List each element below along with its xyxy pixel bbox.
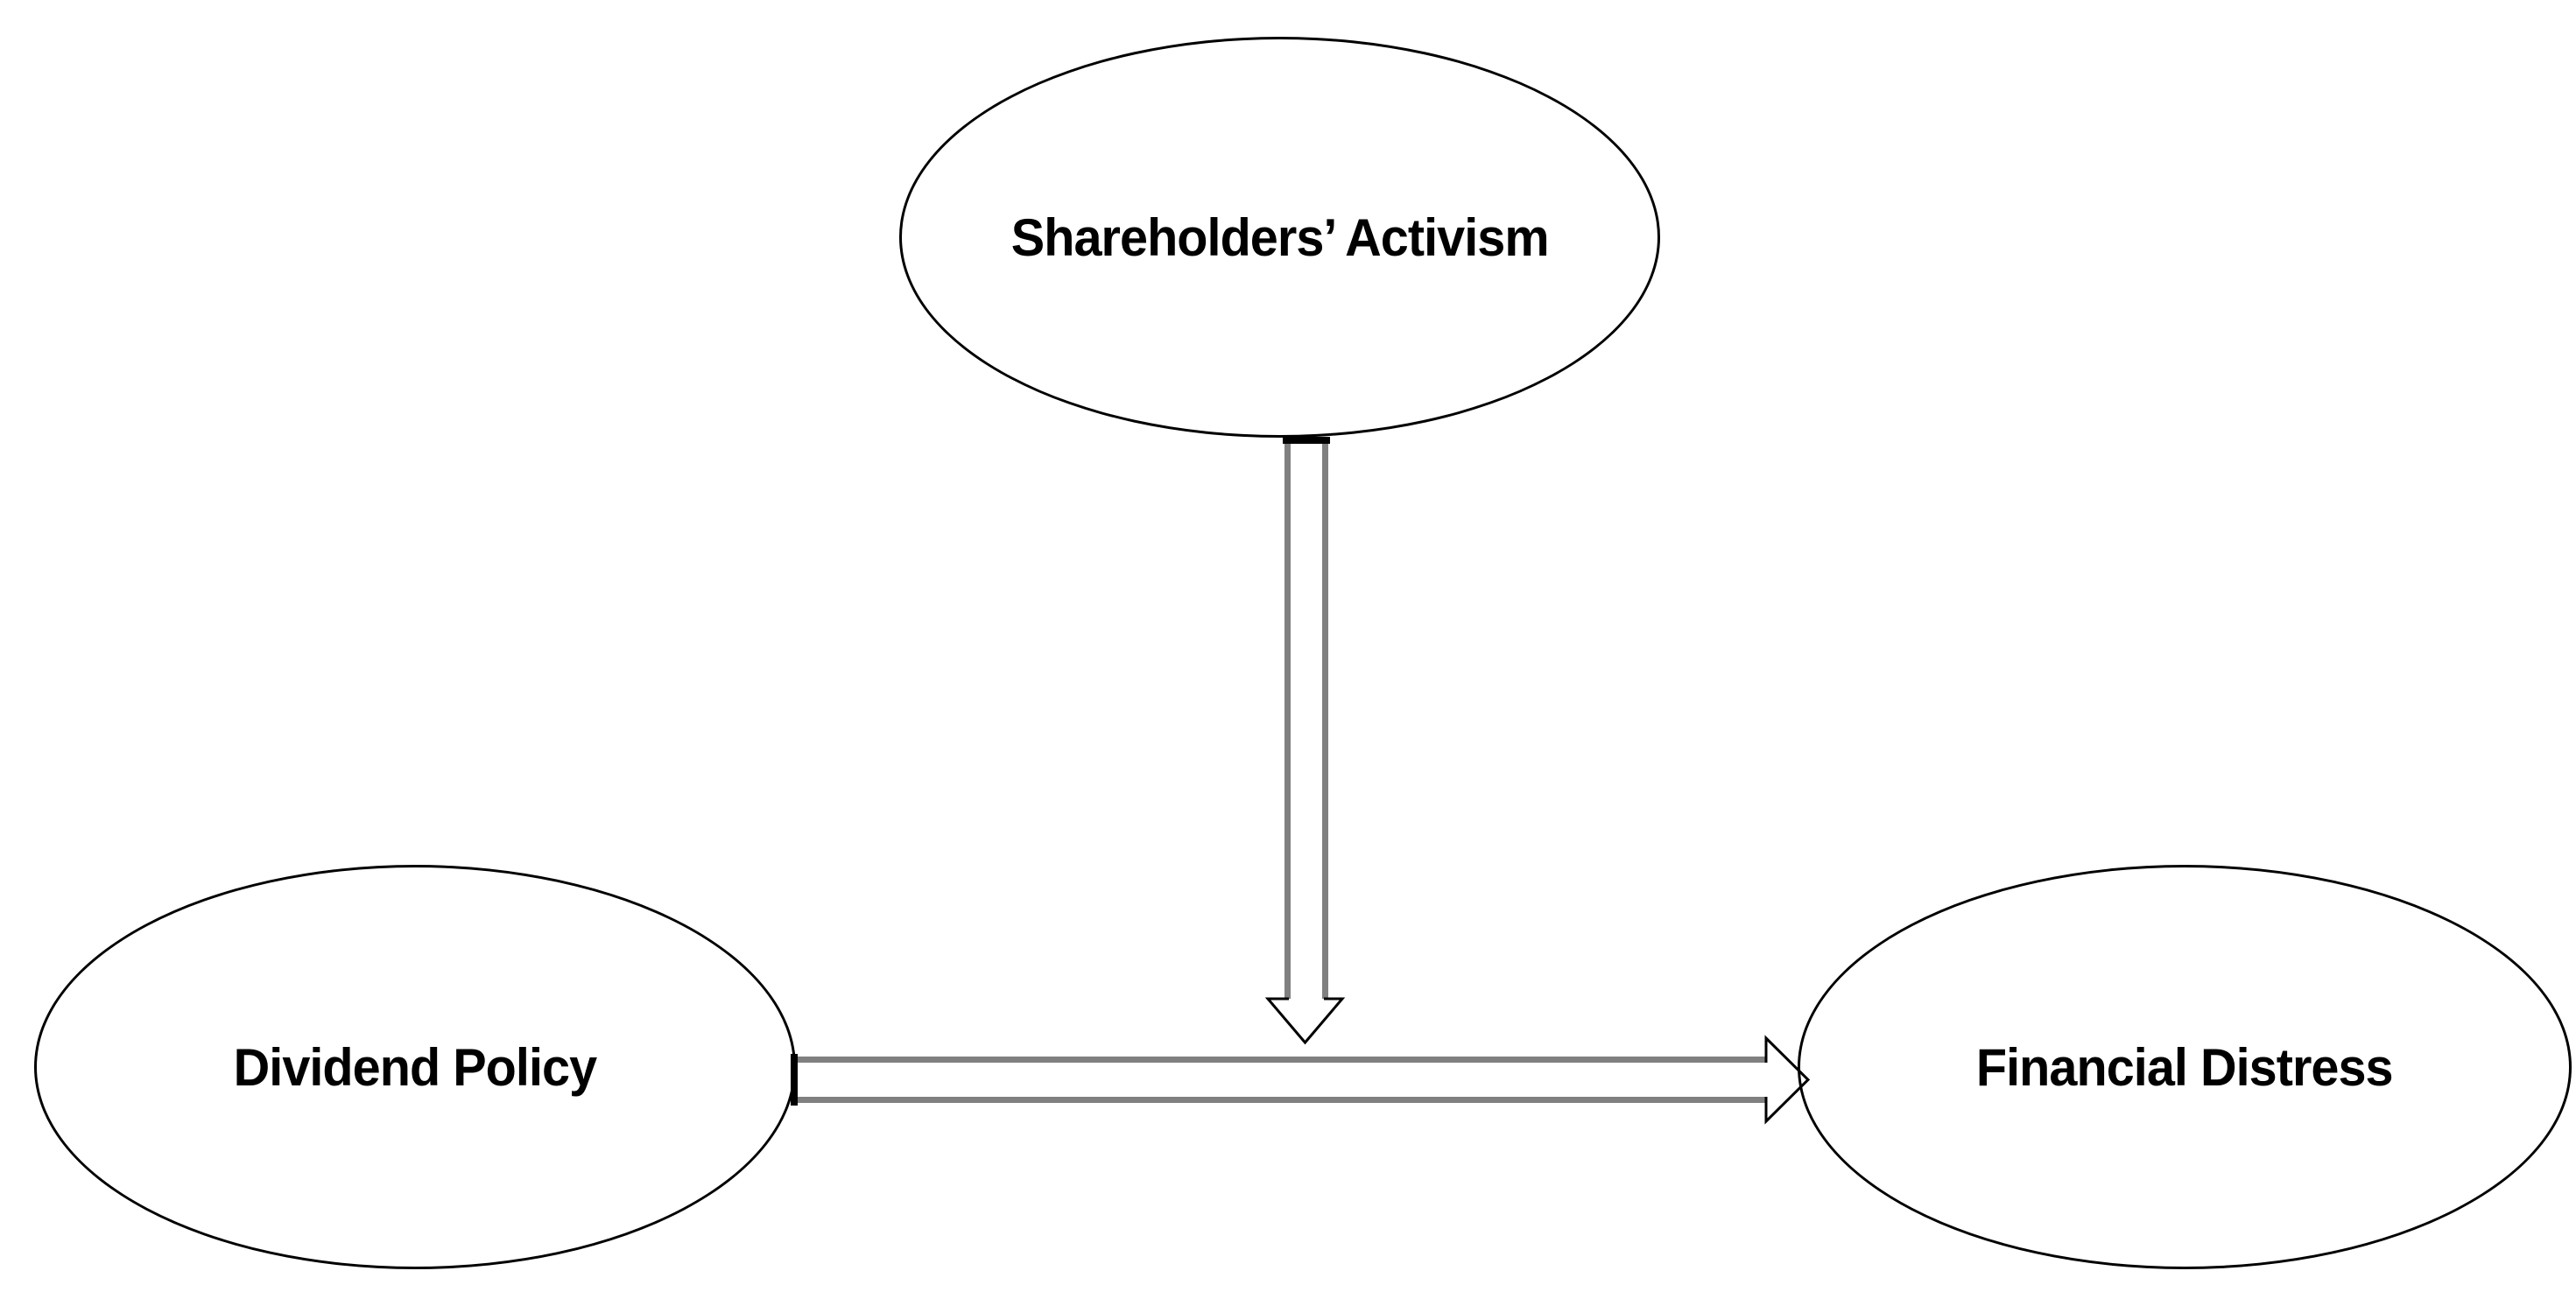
node-dividend-policy-label: Dividend Policy — [233, 1037, 597, 1097]
node-shareholders-activism: Shareholders’ Activism — [899, 37, 1660, 438]
node-dividend-policy: Dividend Policy — [34, 865, 796, 1269]
node-financial-distress: Financial Distress — [1798, 865, 2572, 1269]
moderator-arrowhead — [1264, 997, 1346, 1045]
node-shareholders-activism-label: Shareholders’ Activism — [1010, 207, 1550, 267]
moderator-arrow-down — [1264, 437, 1346, 1045]
node-financial-distress-label: Financial Distress — [1976, 1037, 2394, 1097]
main-effect-arrow-right — [791, 1035, 1811, 1125]
